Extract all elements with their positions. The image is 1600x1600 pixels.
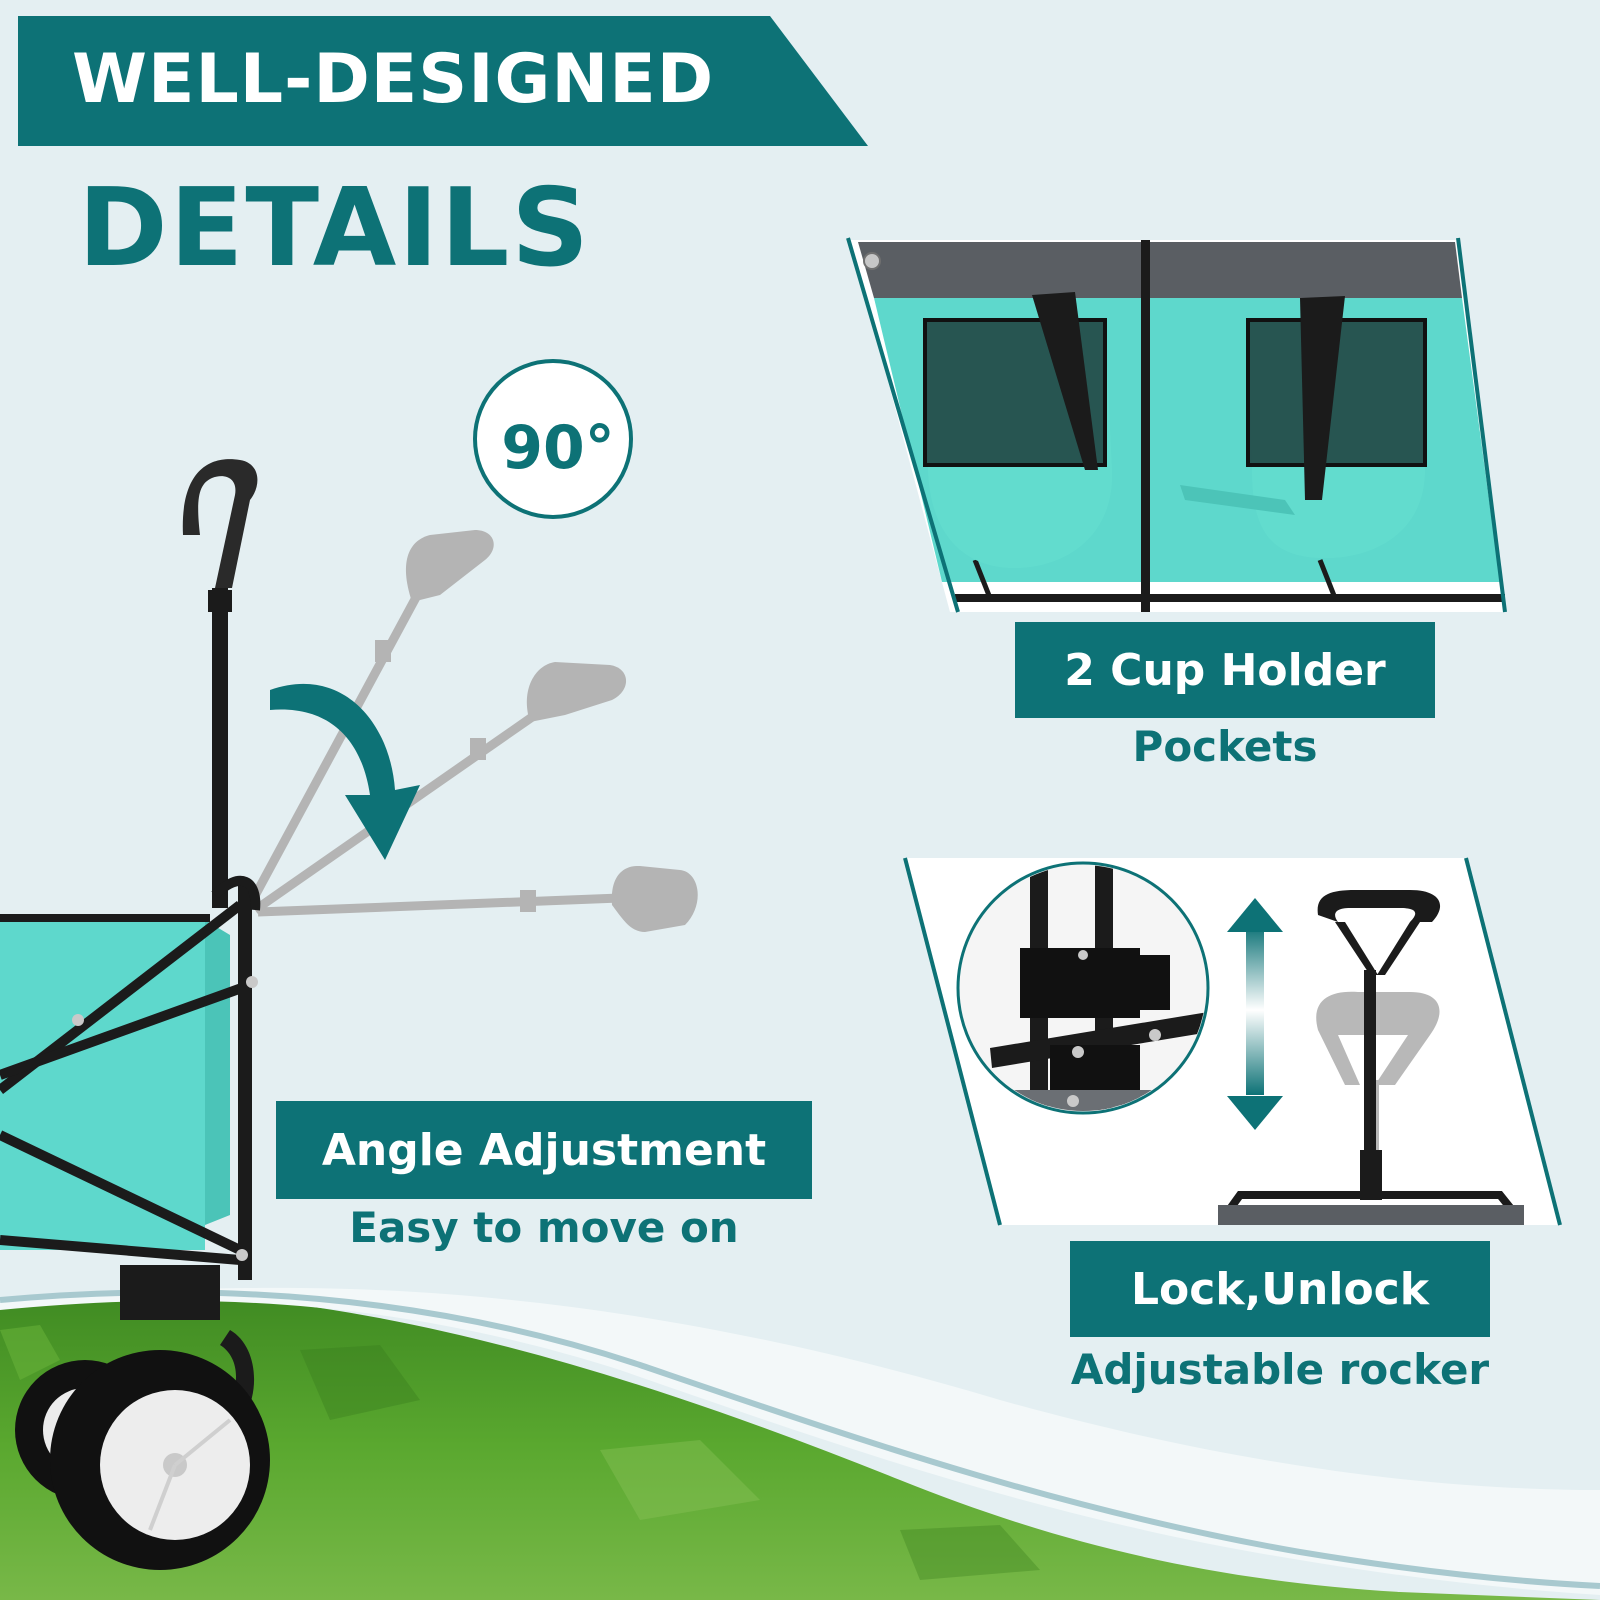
curved-backdrop	[0, 1287, 1600, 1595]
header-subtitle: DETAILS	[78, 166, 592, 291]
cup-holder-subtitle: Pockets	[1132, 722, 1318, 771]
wagon-illustration	[0, 459, 270, 1570]
degree-badge-text: 90°	[501, 413, 615, 483]
header-banner	[18, 16, 868, 146]
angle-arrow-icon	[270, 683, 420, 860]
lock-photo	[903, 857, 1562, 1226]
up-down-arrow-icon	[1227, 898, 1283, 1130]
degree-badge	[473, 359, 633, 519]
angle-adjustment-subtitle: Easy to move on	[349, 1203, 739, 1252]
lock-unlock-subtitle: Adjustable rocker	[1070, 1345, 1490, 1394]
cup-holder-label: 2 Cup Holder	[1015, 622, 1435, 718]
angle-adjustment-label: Angle Adjustment	[276, 1101, 812, 1199]
header-title: WELL-DESIGNED	[72, 40, 715, 119]
cup-holder-photo	[850, 240, 1505, 612]
ghost-handles	[246, 530, 698, 932]
grass-field	[0, 1292, 1600, 1600]
lock-unlock-label: Lock,Unlock	[1070, 1241, 1490, 1337]
